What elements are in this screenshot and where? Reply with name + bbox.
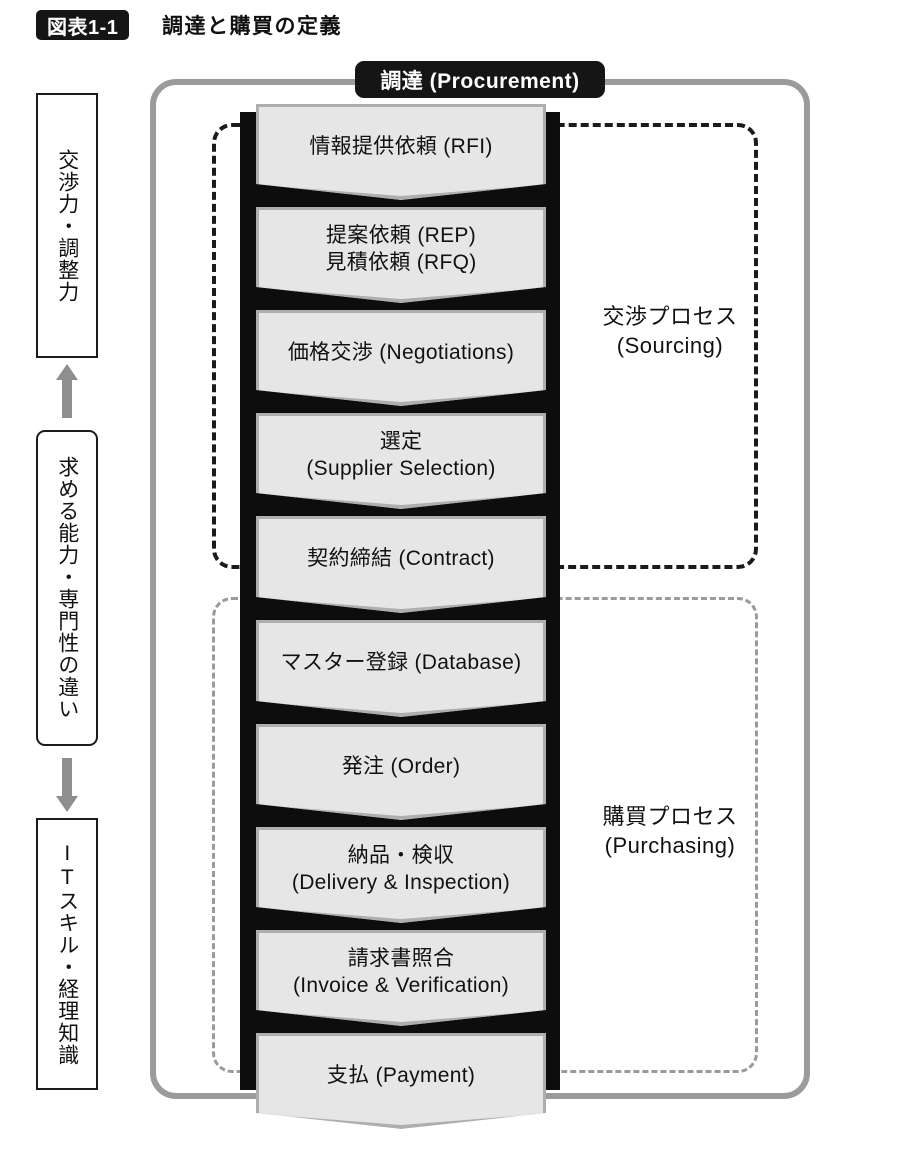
step-fill: [259, 623, 543, 714]
process-step-stack: 情報提供依頼 (RFI) 提案依頼 (REP) 見積依頼 (RFQ) 価格交渉 …: [256, 104, 546, 1136]
step-fill: [259, 313, 543, 403]
group-label-sourcing: 交渉プロセス (Sourcing): [570, 303, 770, 360]
process-step[interactable]: 契約締結 (Contract): [256, 516, 546, 613]
step-fill: [259, 830, 543, 920]
step-label-line: 支払 (Payment): [326, 1063, 476, 1087]
rail-label-negotiation: 交渉力・調整力: [55, 148, 79, 303]
capability-rail: 交渉力・調整力 求める能力・専門性の違い ITスキル・経理知識: [0, 0, 140, 1159]
step-label-line: (Delivery & Inspection): [291, 871, 511, 894]
step-fill: [259, 727, 543, 817]
step-label-line: 発注 (Order): [341, 754, 461, 778]
step-label-line: 価格交渉 (Negotiations): [287, 340, 515, 364]
step-fill: [259, 210, 543, 300]
step-label: 価格交渉 (Negotiations): [256, 340, 546, 377]
procurement-banner: 調達 (Procurement): [355, 61, 605, 98]
step-fill: [259, 933, 543, 1023]
step-label-line: (Invoice & Verification): [292, 974, 510, 997]
process-step[interactable]: 選定 (Supplier Selection): [256, 413, 546, 509]
step-fill: [259, 1036, 543, 1126]
process-step[interactable]: 支払 (Payment): [256, 1033, 546, 1129]
step-fill: [259, 416, 543, 506]
step-label: 提案依頼 (REP) 見積依頼 (RFQ): [256, 223, 546, 287]
group-label-purchasing: 購買プロセス (Purchasing): [570, 803, 770, 860]
process-step[interactable]: 納品・検収 (Delivery & Inspection): [256, 827, 546, 923]
step-label-line: 選定: [379, 430, 423, 454]
group-label-sourcing-en: (Sourcing): [616, 332, 724, 358]
step-fill: [259, 519, 543, 610]
group-label-sourcing-jp: 交渉プロセス: [602, 304, 738, 329]
step-label: 発注 (Order): [256, 754, 546, 791]
step-label-line: 契約締結 (Contract): [307, 547, 495, 571]
step-label: 支払 (Payment): [256, 1063, 546, 1100]
step-label-line: 請求書照合: [347, 947, 455, 971]
rail-label-it-accounting: ITスキル・経理知識: [55, 842, 79, 1066]
step-label-line: (Supplier Selection): [306, 457, 496, 480]
process-step[interactable]: 価格交渉 (Negotiations): [256, 310, 546, 406]
step-label: マスター登録 (Database): [256, 650, 546, 687]
rail-box-difference: 求める能力・専門性の違い: [36, 430, 98, 746]
process-step[interactable]: 発注 (Order): [256, 724, 546, 820]
arrow-down-icon: [55, 757, 79, 813]
step-label-line: マスター登録 (Database): [280, 651, 522, 675]
step-label-line: 提案依頼 (REP): [326, 224, 476, 248]
step-label: 納品・検収 (Delivery & Inspection): [256, 843, 546, 907]
step-label-line: 納品・検収: [347, 844, 455, 868]
step-fill: [259, 107, 543, 197]
step-label: 選定 (Supplier Selection): [256, 429, 546, 493]
step-label: 情報提供依頼 (RFI): [256, 134, 546, 171]
arrow-up-icon: [55, 363, 79, 419]
rail-label-difference: 求める能力・専門性の違い: [55, 456, 79, 720]
page-title: 調達と購買の定義: [162, 15, 342, 38]
process-step[interactable]: 提案依頼 (REP) 見積依頼 (RFQ): [256, 207, 546, 303]
figure-number-badge: 図表1-1: [36, 10, 130, 40]
step-label: 契約締結 (Contract): [256, 546, 546, 583]
rail-box-it-accounting: ITスキル・経理知識: [36, 818, 98, 1090]
step-label-line: 見積依頼 (RFQ): [325, 251, 477, 274]
process-step[interactable]: マスター登録 (Database): [256, 620, 546, 717]
step-label: 請求書照合 (Invoice & Verification): [256, 946, 546, 1010]
group-label-purchasing-jp: 購買プロセス: [602, 804, 738, 829]
step-label-line: 情報提供依頼 (RFI): [309, 134, 493, 158]
rail-box-negotiation: 交渉力・調整力: [36, 93, 98, 358]
process-step[interactable]: 請求書照合 (Invoice & Verification): [256, 930, 546, 1026]
figure-header: 図表1-1 調達と購買の定義: [0, 0, 900, 52]
process-step[interactable]: 情報提供依頼 (RFI): [256, 104, 546, 200]
group-label-purchasing-en: (Purchasing): [604, 832, 736, 858]
